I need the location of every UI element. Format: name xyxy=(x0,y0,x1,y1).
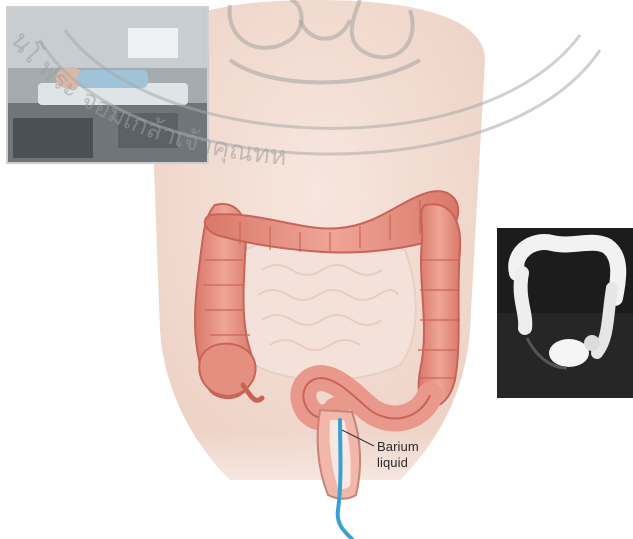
small-intestine xyxy=(237,239,416,380)
label-line-1: Barium xyxy=(377,439,419,455)
descending-colon xyxy=(419,204,461,406)
barium-xray-image xyxy=(497,228,633,398)
label-line-2: liquid xyxy=(377,455,419,471)
patient-procedure-photo xyxy=(6,6,209,164)
barium-liquid-label: Barium liquid xyxy=(377,439,419,471)
